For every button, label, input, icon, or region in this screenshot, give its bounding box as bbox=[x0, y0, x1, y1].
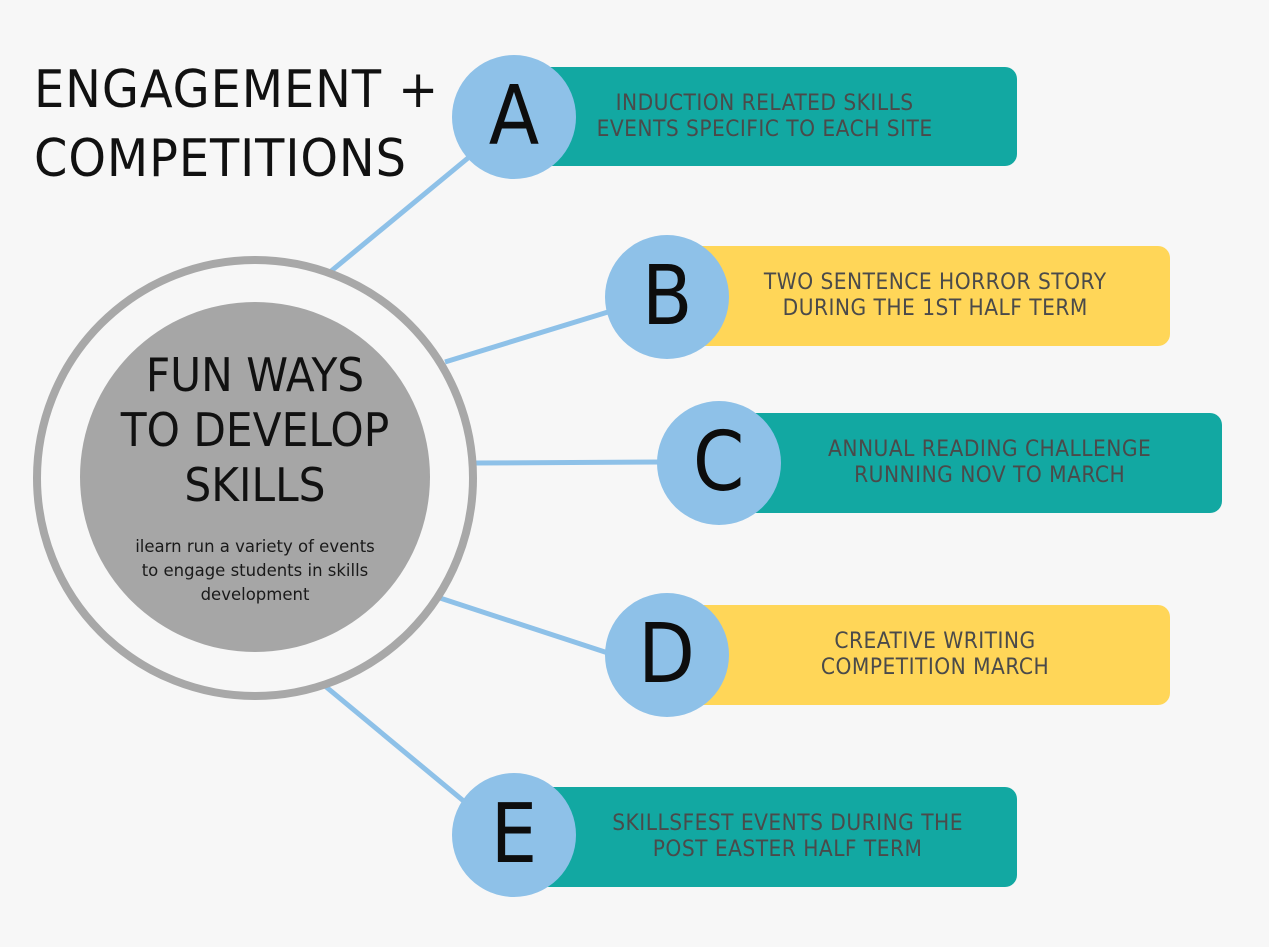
hub-subtitle-line: ilearn run a variety of events bbox=[135, 537, 375, 556]
item-a-badge: A bbox=[452, 55, 576, 179]
connector-a bbox=[328, 156, 470, 274]
hub-heading-line: SKILLS bbox=[184, 458, 326, 512]
item-e-line: SKILLSFEST EVENTS DURING THE bbox=[612, 811, 963, 836]
item-a-line: INDUCTION RELATED SKILLS bbox=[615, 90, 915, 116]
connector-d bbox=[439, 595, 609, 656]
hub-subtitle: ilearn run a variety of events to engage… bbox=[110, 535, 400, 607]
item-d-line: CREATIVE WRITING bbox=[834, 629, 1036, 654]
item-b-line: TWO SENTENCE HORROR STORY bbox=[763, 270, 1107, 295]
item-e-letter: E bbox=[490, 787, 538, 882]
connector-c bbox=[474, 459, 663, 466]
item-b-line: DURING THE 1ST HALF TERM bbox=[782, 296, 1088, 321]
item-c-bar bbox=[728, 413, 1222, 513]
item-a-text: INDUCTION RELATED SKILLS EVENTS SPECIFIC… bbox=[560, 67, 970, 166]
item-d-text: CREATIVE WRITING COMPETITION MARCH bbox=[730, 605, 1140, 705]
title-line-1: ENGAGEMENT + bbox=[34, 60, 440, 120]
hub-heading: FUN WAYS TO DEVELOP SKILLS bbox=[94, 348, 416, 513]
item-a-letter: A bbox=[488, 69, 540, 164]
item-e-bar bbox=[522, 787, 1017, 887]
item-e-badge: E bbox=[452, 773, 576, 897]
connector-e bbox=[323, 684, 468, 805]
item-b-letter: B bbox=[641, 249, 693, 344]
item-c-letter: C bbox=[693, 415, 745, 510]
hub-subtitle-line: to engage students in skills bbox=[141, 561, 369, 580]
hub-heading-line: FUN WAYS bbox=[145, 348, 365, 402]
item-d-line: COMPETITION MARCH bbox=[820, 655, 1050, 680]
item-b-text: TWO SENTENCE HORROR STORY DURING THE 1ST… bbox=[730, 246, 1140, 346]
connector-b bbox=[444, 309, 609, 365]
hub-circle bbox=[80, 302, 430, 652]
item-b-badge: B bbox=[605, 235, 729, 359]
item-d-badge: D bbox=[605, 593, 729, 717]
item-c-line: ANNUAL READING CHALLENGE bbox=[828, 437, 1152, 462]
item-e-text: SKILLSFEST EVENTS DURING THE POST EASTER… bbox=[580, 787, 995, 887]
item-c-badge: C bbox=[657, 401, 781, 525]
item-c-text: ANNUAL READING CHALLENGE RUNNING NOV TO … bbox=[785, 413, 1195, 513]
title-line-2: COMPETITIONS bbox=[34, 129, 407, 189]
item-d-bar bbox=[676, 605, 1170, 705]
item-d-letter: D bbox=[638, 607, 696, 702]
item-a-line: EVENTS SPECIFIC TO EACH SITE bbox=[597, 116, 933, 142]
item-c-line: RUNNING NOV TO MARCH bbox=[854, 463, 1126, 488]
item-a-bar bbox=[522, 67, 1017, 166]
hub-subtitle-line: development bbox=[200, 585, 310, 604]
item-e-line: POST EASTER HALF TERM bbox=[652, 837, 923, 862]
item-b-bar bbox=[676, 246, 1170, 346]
hub-heading-line: TO DEVELOP bbox=[120, 403, 390, 457]
